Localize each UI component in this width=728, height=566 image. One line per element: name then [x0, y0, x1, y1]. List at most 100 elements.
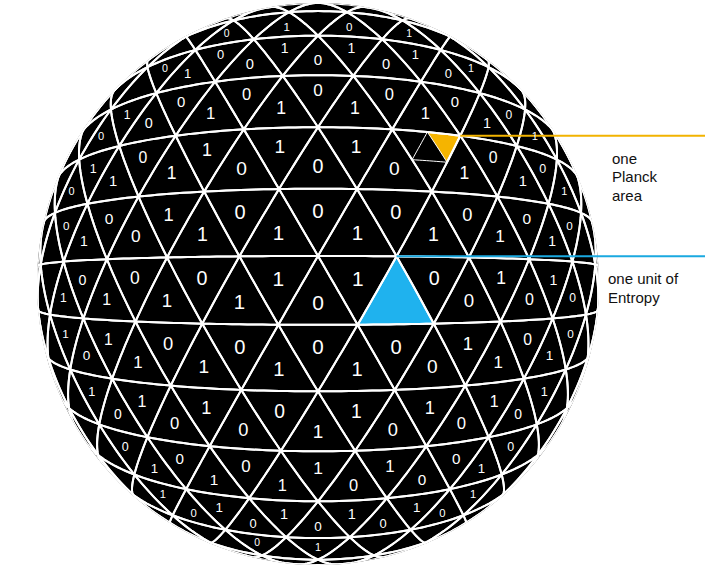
grid-triangle — [176, 82, 244, 136]
grid-triangle — [87, 146, 138, 204]
bit-digit: 0 — [445, 67, 452, 80]
bit-digit: 0 — [489, 150, 498, 166]
bit-digit: 0 — [314, 521, 322, 535]
bit-digit: 1 — [234, 292, 245, 312]
bit-digit: 0 — [170, 416, 179, 433]
bit-digit: 1 — [202, 142, 212, 160]
bit-digit: 1 — [413, 501, 420, 514]
bit-digit: 1 — [550, 273, 558, 287]
grid-triangle — [434, 257, 501, 323]
grid-triangle — [136, 257, 203, 323]
bit-digit: 0 — [379, 517, 386, 530]
entropy-leader — [397, 255, 705, 257]
bit-digit: 1 — [162, 292, 172, 311]
grid-triangle — [353, 39, 421, 81]
bit-digit: 0 — [389, 159, 400, 178]
grid-triangle — [592, 306, 598, 347]
bit-digit: 0 — [63, 220, 70, 232]
grid-triangle — [432, 136, 498, 197]
grid-triangle — [211, 543, 262, 557]
callout-label: one Planck area — [612, 150, 676, 206]
grid-triangle — [139, 136, 205, 197]
bit-digit: 1 — [109, 174, 117, 189]
grid-triangle — [318, 498, 387, 537]
bit-digit: 0 — [176, 451, 184, 466]
grid-triangle — [425, 523, 466, 543]
grid-triangle — [254, 36, 318, 76]
grid-triangle — [318, 390, 395, 451]
grid-triangle — [318, 451, 387, 502]
bit-digit: 0 — [246, 56, 254, 71]
grid-triangle — [279, 127, 357, 189]
bit-digit: 0 — [114, 408, 122, 422]
bit-digit: 1 — [104, 332, 113, 348]
bit-digit: 0 — [314, 53, 322, 68]
grid-triangle — [204, 189, 279, 256]
grid-triangle — [283, 36, 354, 76]
bit-digit: 1 — [313, 423, 324, 442]
grid-triangle — [395, 324, 466, 390]
bit-digit: 1 — [406, 29, 412, 39]
grid-triangle — [98, 455, 134, 494]
grid-triangle — [503, 455, 538, 494]
grid-triangle — [50, 315, 83, 370]
grid-triangle — [318, 325, 395, 392]
bit-digit: 1 — [206, 106, 215, 123]
grid-triangle — [578, 347, 592, 390]
grid-triangle — [395, 386, 466, 447]
bit-digit: 0 — [224, 29, 230, 39]
grid-triangle — [41, 213, 64, 265]
bit-digit: 0 — [145, 116, 153, 130]
grid-triangle — [318, 76, 392, 129]
bit-digit: 1 — [348, 507, 356, 522]
grid-triangle — [450, 437, 502, 489]
grid-triangle — [598, 268, 599, 311]
grid-triangle — [357, 189, 432, 256]
bit-digit: 1 — [495, 229, 505, 246]
bit-digit: 0 — [418, 472, 427, 487]
bit-digit: 0 — [382, 56, 390, 71]
callout-label: one unit of Entropy — [608, 270, 708, 308]
bit-digit: 1 — [490, 394, 499, 410]
bit-digit: 0 — [242, 86, 251, 103]
bit-digit: 1 — [167, 165, 177, 183]
bit-digit: 0 — [130, 271, 140, 289]
grid-triangle — [107, 257, 167, 321]
bit-digit: 1 — [428, 225, 439, 245]
grid-triangle — [167, 256, 239, 323]
bit-digit: 1 — [352, 269, 364, 290]
bit-digit: 1 — [164, 205, 174, 223]
bit-digit: 1 — [493, 354, 502, 371]
bit-digit: 0 — [312, 337, 323, 358]
grid-triangle — [239, 189, 318, 256]
grid-triangle — [586, 264, 598, 314]
grid-triangle — [595, 264, 599, 310]
bit-digit: 1 — [283, 21, 289, 33]
grid-triangle — [278, 325, 357, 392]
grid-triangle — [244, 127, 318, 189]
grid-triangle — [557, 390, 579, 432]
grid-triangle — [239, 256, 318, 325]
grid-triangle — [244, 76, 318, 129]
bit-digit: 1 — [313, 461, 323, 478]
grid-triangle — [567, 358, 588, 408]
bit-digit: 0 — [462, 205, 472, 223]
bit-digit: 1 — [315, 542, 321, 553]
grid-triangle — [167, 192, 239, 258]
bit-digit: 0 — [238, 421, 248, 439]
bit-digit: 1 — [352, 359, 363, 379]
grid-triangle — [488, 67, 525, 109]
bit-digit: 0 — [390, 337, 401, 357]
bit-digit: 1 — [198, 358, 209, 377]
grid-triangle — [382, 20, 441, 49]
bit-digit: 0 — [451, 94, 459, 109]
bit-digit: 0 — [525, 292, 534, 308]
grid-triangle — [241, 390, 318, 451]
grid-triangle — [156, 82, 215, 136]
bit-digit: 1 — [151, 462, 158, 475]
grid-triangle — [397, 192, 469, 258]
bit-digit: 0 — [457, 416, 466, 433]
bit-digit: 0 — [196, 269, 207, 289]
grid-triangle — [432, 192, 498, 258]
sphere-body — [37, 3, 599, 565]
